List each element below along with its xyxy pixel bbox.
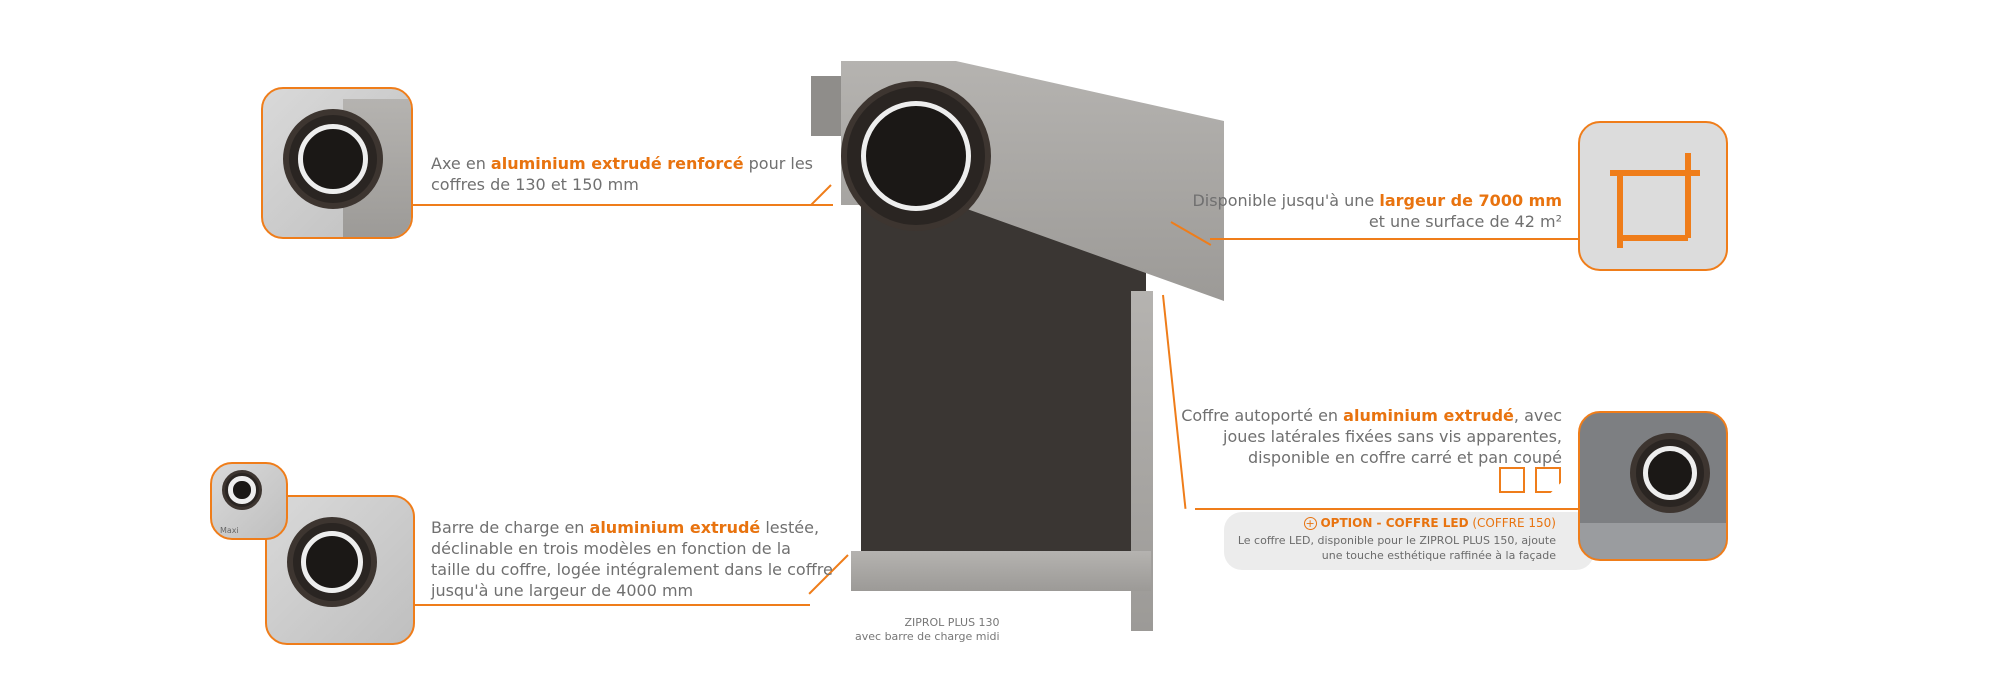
callout-line [413,204,833,206]
thumbnail-label: Maxi [220,526,239,535]
option-panel: + OPTION - COFFRE LED (COFFRE 150) Le co… [1224,512,1594,570]
square-box-icon [1499,467,1525,493]
barre-text: Barre de charge en aluminium extrudé les… [431,518,833,600]
axle-detail-photo [261,87,413,239]
axe-text: Axe en aluminium extrudé renforcé pour l… [431,154,814,194]
product-image [801,51,1225,631]
coffre-text: Coffre autoporté en aluminium extrudé, a… [1181,406,1562,467]
callout-line [1195,508,1580,510]
largeur-text: Disponible jusqu'à une largeur de 7000 m… [1192,191,1562,231]
led-coffre-photo [1578,411,1728,561]
load-bar-photo [265,495,415,645]
callout-line [1210,238,1578,240]
dimension-icon-box [1578,121,1728,271]
plus-circle-icon: + [1303,517,1317,530]
callout-line [415,604,810,606]
maxi-thumbnail: Maxi [210,462,288,540]
bevel-box-icon [1535,467,1561,493]
dimension-icon [1610,153,1700,248]
